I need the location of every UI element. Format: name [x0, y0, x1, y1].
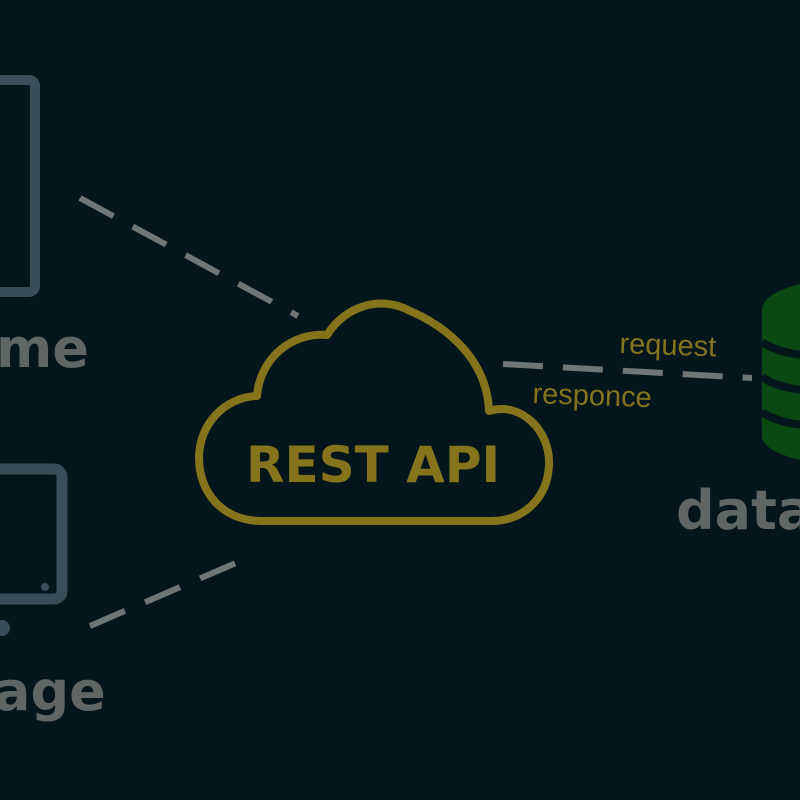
phone-device-icon — [0, 75, 40, 297]
tablet-device-icon — [0, 463, 68, 636]
connector-top — [78, 195, 300, 319]
response-label: responce — [531, 378, 653, 415]
connector-bottom — [88, 553, 254, 629]
rest-api-label: REST API — [246, 436, 501, 494]
tablet-device-label: age — [0, 660, 106, 723]
connector-database — [502, 361, 753, 381]
cloud-icon — [195, 299, 554, 525]
database-icon — [759, 284, 800, 460]
database-label: data — [676, 479, 800, 542]
request-label: request — [618, 328, 717, 364]
phone-device-label: me — [0, 317, 89, 380]
